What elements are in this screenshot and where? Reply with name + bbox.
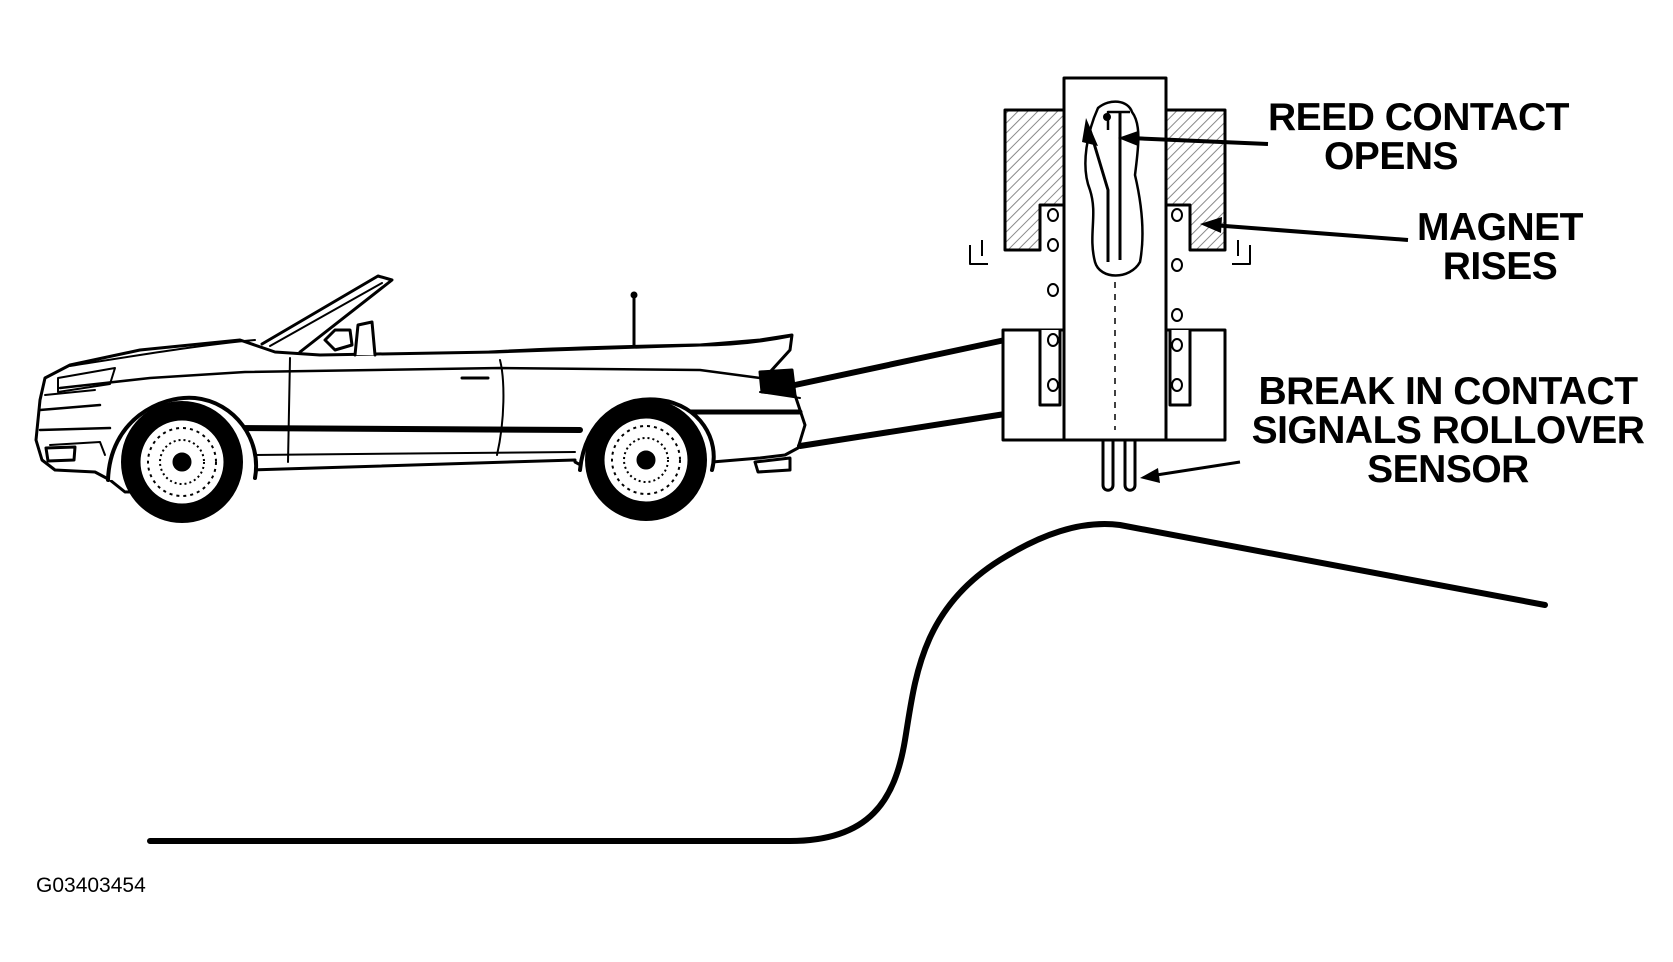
magnet-arrow [1211,223,1409,242]
break-contact-label: BREAK IN CONTACT SIGNALS ROLLOVER SENSOR [1238,372,1658,489]
rear-wheel [585,399,707,521]
reed-capsule [1084,100,1144,277]
break-contact-line-3: SENSOR [1367,448,1529,491]
rollover-sensor [969,76,1251,492]
reed-contact-arrow [1129,136,1269,146]
break-contact-line-2: SIGNALS ROLLOVER [1251,409,1645,452]
break-contact-line-1: BREAK IN CONTACT [1258,370,1638,413]
figure-id: G03403454 [36,874,146,897]
reed-contact-label: REED CONTACT OPENS [1268,96,1569,178]
reed-contact-line-1: REED CONTACT [1268,96,1569,139]
magnet-label: MAGNET RISES [1405,208,1595,286]
front-wheel [121,401,243,523]
reed-contact-line-2: OPENS [1323,135,1459,178]
ramp-ground-line [147,521,1548,844]
magnet-line-1: MAGNET [1417,206,1584,249]
callout-line-lower [797,411,1008,449]
magnet-line-2: RISES [1442,245,1558,288]
break-contact-arrow [1149,460,1241,478]
callout-line-upper [792,337,1008,388]
leader-arrows [1118,131,1409,483]
